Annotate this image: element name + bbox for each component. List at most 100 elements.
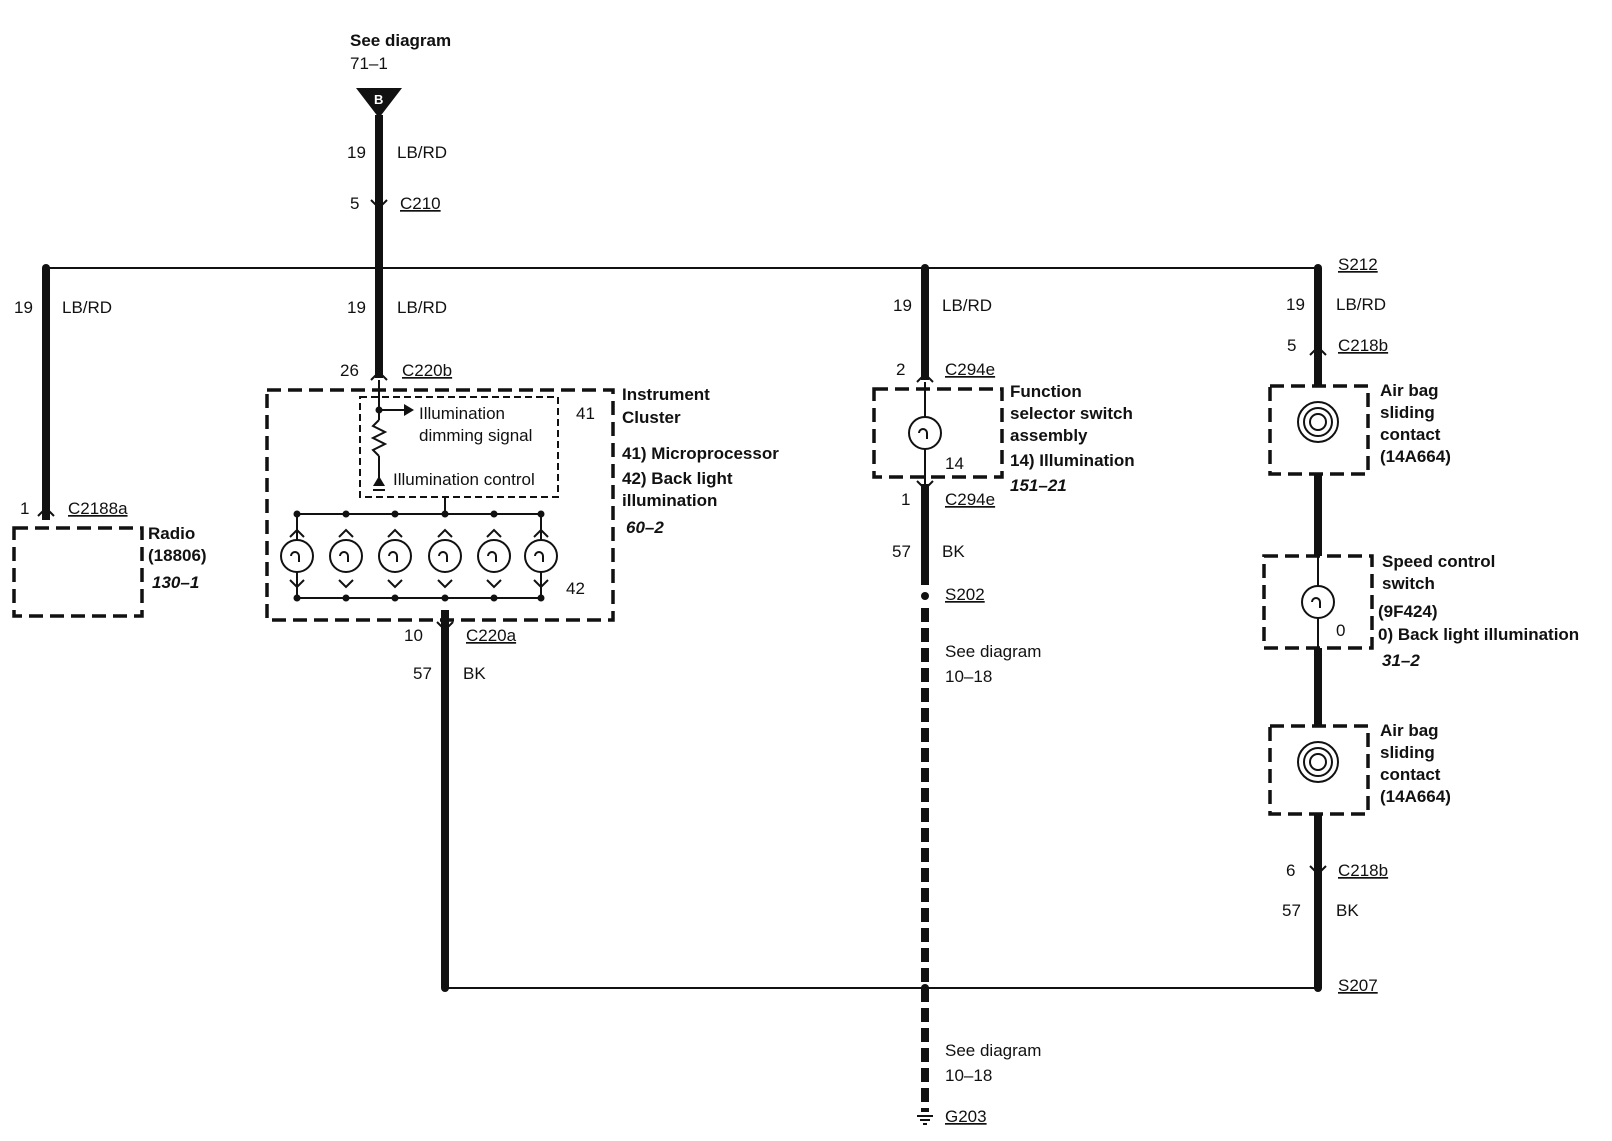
cluster-ground-color: BK [463, 664, 486, 683]
speed-control-pin-0: 0 [1336, 621, 1345, 640]
airbag-contact-2-clockspring-icon [1297, 741, 1339, 783]
dimming-signal-arrow-icon [404, 404, 414, 416]
c218b-out-label: C218b [1338, 861, 1388, 880]
airbag-2-line-3: contact [1380, 765, 1441, 784]
backlight-lamp-icon [280, 510, 314, 602]
function-name-2: selector switch [1010, 404, 1133, 423]
cluster-feed-circuit: 19 [347, 298, 366, 317]
power-source-b-symbol: B [356, 88, 402, 118]
c210-connector-symbol [370, 199, 388, 210]
speed-control-name-1: Speed control [1382, 552, 1495, 571]
function-feed-circuit: 19 [893, 296, 912, 315]
function-name-3: assembly [1010, 426, 1088, 445]
c218b-in-connector-symbol [1309, 345, 1327, 356]
airbag-2-line-1: Air bag [1380, 721, 1439, 740]
backlight-lamp-icon [524, 510, 558, 602]
airbag-2-line-2: sliding [1380, 743, 1435, 762]
c220a-connector-symbol [436, 621, 454, 632]
cluster-reference: 60–2 [626, 518, 664, 537]
s207-circuit: 57 [1282, 901, 1301, 920]
airbag-1-line-2: sliding [1380, 403, 1435, 422]
radio-wire-circuit: 19 [14, 298, 33, 317]
radio-component-box [12, 526, 144, 618]
cluster-name-1: Instrument [622, 385, 710, 404]
illumination-control-label: Illumination control [393, 470, 535, 489]
dimming-label-1: Illumination [419, 404, 505, 423]
speed-control-name-2: switch [1382, 574, 1435, 593]
speed-control-desc: 0) Back light illumination [1378, 625, 1579, 644]
c2188a-pin: 1 [20, 499, 29, 518]
s207-label: S207 [1338, 976, 1378, 995]
c294e-in-connector-symbol [916, 372, 934, 383]
speed-control-lamp-icon [1301, 585, 1335, 619]
s202-splice-node [921, 592, 929, 600]
cluster-pin-41: 41 [576, 404, 595, 423]
airbag-contact-2-box [1268, 724, 1370, 816]
airbag-1-line-3: contact [1380, 425, 1441, 444]
c294e-out-pin: 1 [901, 490, 910, 509]
backlight-lamp-icon [428, 510, 462, 602]
airbag-contact-1-clockspring-icon [1297, 401, 1339, 443]
function-desc: 14) Illumination [1010, 451, 1135, 470]
c220a-label: C220a [466, 626, 517, 645]
airbag-2-line-4: (14A664) [1380, 787, 1451, 806]
c218b-out-connector-symbol [1309, 865, 1327, 876]
radio-name: Radio [148, 524, 195, 543]
function-pin-14: 14 [945, 454, 964, 473]
c218b-out-pin: 6 [1286, 861, 1295, 880]
svg-text:B: B [374, 92, 383, 107]
instrument-cluster-box [265, 388, 615, 622]
c218b-in-pin: 5 [1287, 336, 1296, 355]
c220a-pin: 10 [404, 626, 423, 645]
function-ground-circuit: 57 [892, 542, 911, 561]
s202-label: S202 [945, 585, 985, 604]
top-see-diagram: See diagram [350, 31, 451, 50]
backlight-lamp-icon [477, 510, 511, 602]
speed-control-part: (9F424) [1378, 602, 1438, 621]
s212-label: S212 [1338, 255, 1378, 274]
see-diagram-2: See diagram [945, 1041, 1041, 1060]
c220b-connector-symbol [370, 370, 388, 381]
s212-color: LB/RD [1336, 295, 1386, 314]
s212-circuit: 19 [1286, 295, 1305, 314]
speed-control-reference: 31–2 [1382, 651, 1420, 670]
radio-part-number: (18806) [148, 546, 207, 565]
radio-wire-color: LB/RD [62, 298, 112, 317]
top-wire-circuit: 19 [347, 143, 366, 162]
s207-color: BK [1336, 901, 1359, 920]
g203-label: G203 [945, 1107, 987, 1126]
cluster-name-2: Cluster [622, 408, 681, 427]
c2188a-connector-symbol [37, 506, 55, 517]
cluster-desc-42b: illumination [622, 491, 717, 510]
radio-reference: 130–1 [152, 573, 199, 592]
see-diagram-1-number: 10–18 [945, 667, 992, 686]
function-switch-box [872, 387, 1004, 479]
c220b-label: C220b [402, 361, 452, 380]
top-see-diagram-number: 71–1 [350, 54, 388, 73]
top-wire-color: LB/RD [397, 143, 447, 162]
illumination-control-ground-icon [373, 476, 385, 486]
c210-label: C210 [400, 194, 441, 213]
c294e-in-pin: 2 [896, 360, 905, 379]
resistor-icon [370, 419, 388, 457]
g203-ground-icon [917, 1115, 933, 1125]
airbag-contact-1-box [1268, 384, 1370, 476]
airbag-1-line-1: Air bag [1380, 381, 1439, 400]
cluster-feed-color: LB/RD [397, 298, 447, 317]
c294e-in-label: C294e [945, 360, 995, 379]
cluster-desc-41: 41) Microprocessor [622, 444, 779, 463]
cluster-ground-circuit: 57 [413, 664, 432, 683]
c210-pin: 5 [350, 194, 359, 213]
microprocessor-box [359, 396, 559, 498]
backlight-lamp-bank [280, 510, 558, 602]
c294e-out-label: C294e [945, 490, 995, 509]
backlight-lamp-icon [378, 510, 412, 602]
function-feed-color: LB/RD [942, 296, 992, 315]
cluster-desc-42a: 42) Back light [622, 469, 733, 488]
backlight-lamp-icon [329, 510, 363, 602]
function-lamp-icon [908, 416, 942, 450]
function-ground-color: BK [942, 542, 965, 561]
airbag-1-line-4: (14A664) [1380, 447, 1451, 466]
